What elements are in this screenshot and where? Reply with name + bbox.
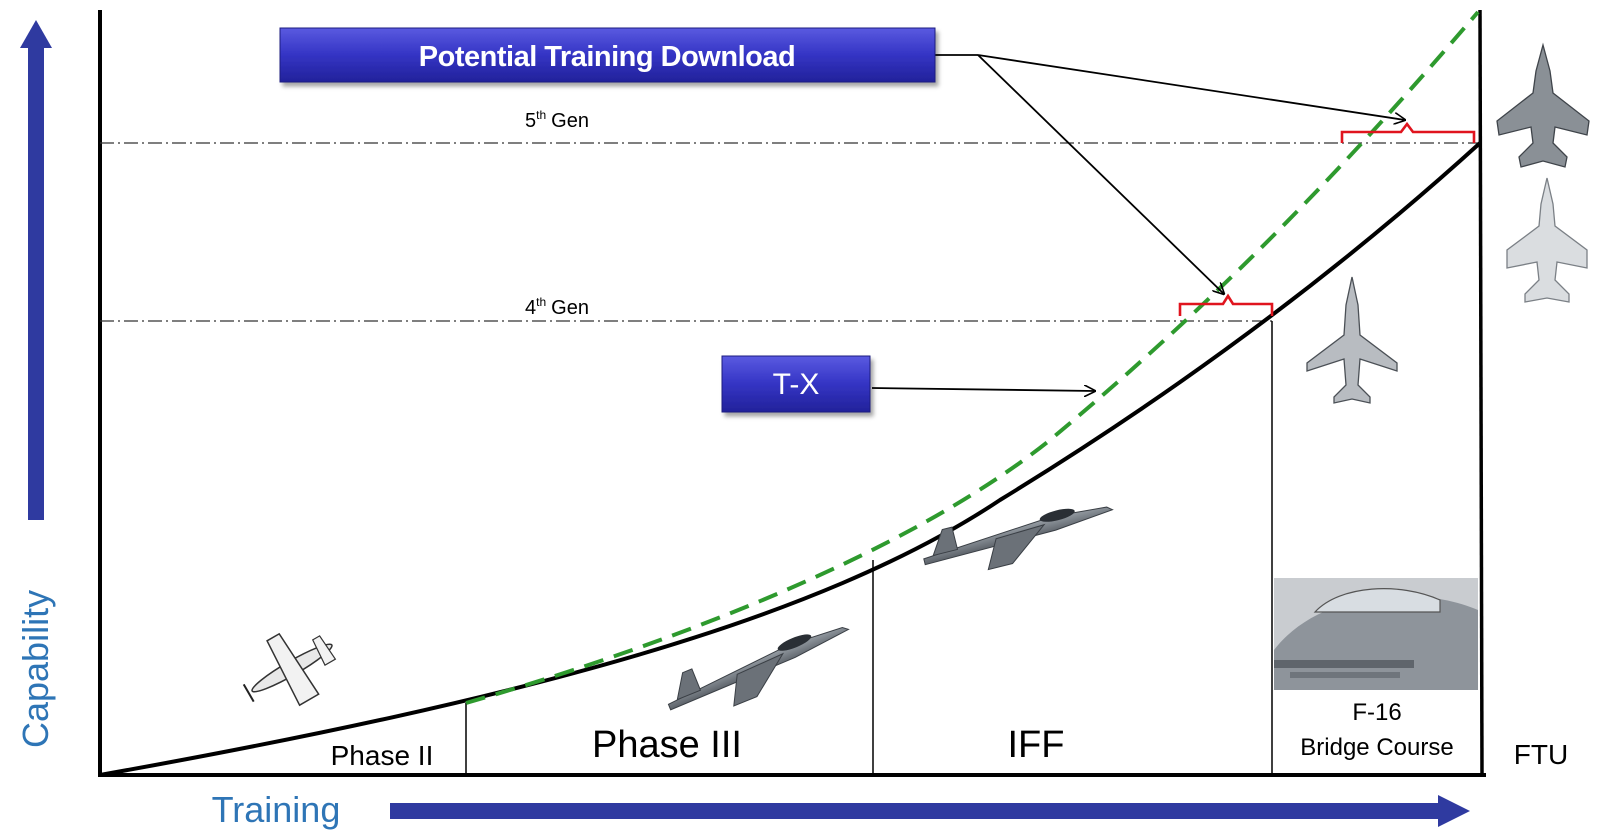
download-arrow-to-4th bbox=[977, 54, 1224, 294]
f16-icon bbox=[1306, 276, 1398, 404]
tx-callout: T-X bbox=[721, 355, 871, 413]
f16-label: F-16 bbox=[1352, 699, 1401, 726]
capability-axis-arrow bbox=[20, 20, 52, 520]
training-axis-label: Training bbox=[212, 789, 341, 830]
potential-training-download-callout: Potential Training Download bbox=[279, 27, 936, 83]
ftu-divider bbox=[1478, 9, 1484, 776]
turboprop-trainer-icon bbox=[242, 632, 337, 707]
f16-cockpit-icon bbox=[1274, 578, 1478, 690]
capability-axis-label: Capability bbox=[15, 590, 56, 748]
bridge-course-label: Bridge Course bbox=[1300, 734, 1453, 761]
aggressor-jet-icon bbox=[923, 506, 1114, 571]
t38-jet-trainer-icon bbox=[667, 627, 850, 711]
phase-ii-label: Phase II bbox=[331, 740, 434, 771]
f35-icon bbox=[1506, 177, 1588, 303]
training-axis-arrow bbox=[390, 795, 1470, 827]
phase-iii-label: Phase III bbox=[592, 724, 742, 766]
f22-icon bbox=[1496, 42, 1590, 168]
download-callout-text: Potential Training Download bbox=[419, 41, 795, 73]
fourth-gen-download-bracket bbox=[1178, 293, 1274, 316]
tx-arrow bbox=[871, 388, 1095, 391]
ftu-label: FTU bbox=[1514, 739, 1568, 770]
capability-curve bbox=[99, 141, 1482, 777]
download-arrow-to-5th-b bbox=[977, 54, 1405, 120]
tx-callout-text: T-X bbox=[773, 368, 820, 401]
fifth-gen-download-bracket bbox=[1340, 121, 1476, 143]
iff-label: IFF bbox=[1008, 724, 1065, 766]
tx-dashed-curve bbox=[465, 10, 1480, 705]
